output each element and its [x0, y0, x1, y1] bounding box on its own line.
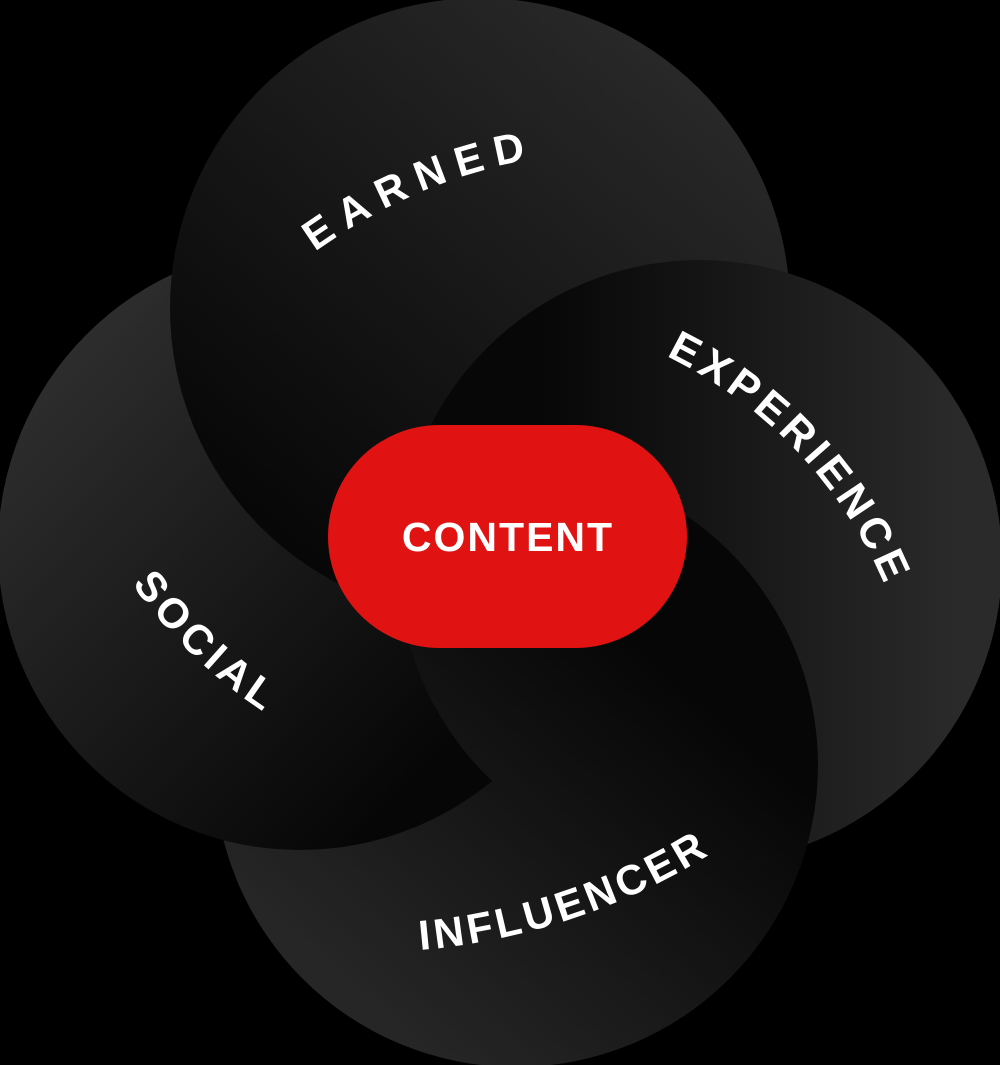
content-label: CONTENT [402, 514, 614, 560]
petal-influencer-overlap-patch [398, 463, 818, 864]
content-pill [328, 425, 687, 648]
